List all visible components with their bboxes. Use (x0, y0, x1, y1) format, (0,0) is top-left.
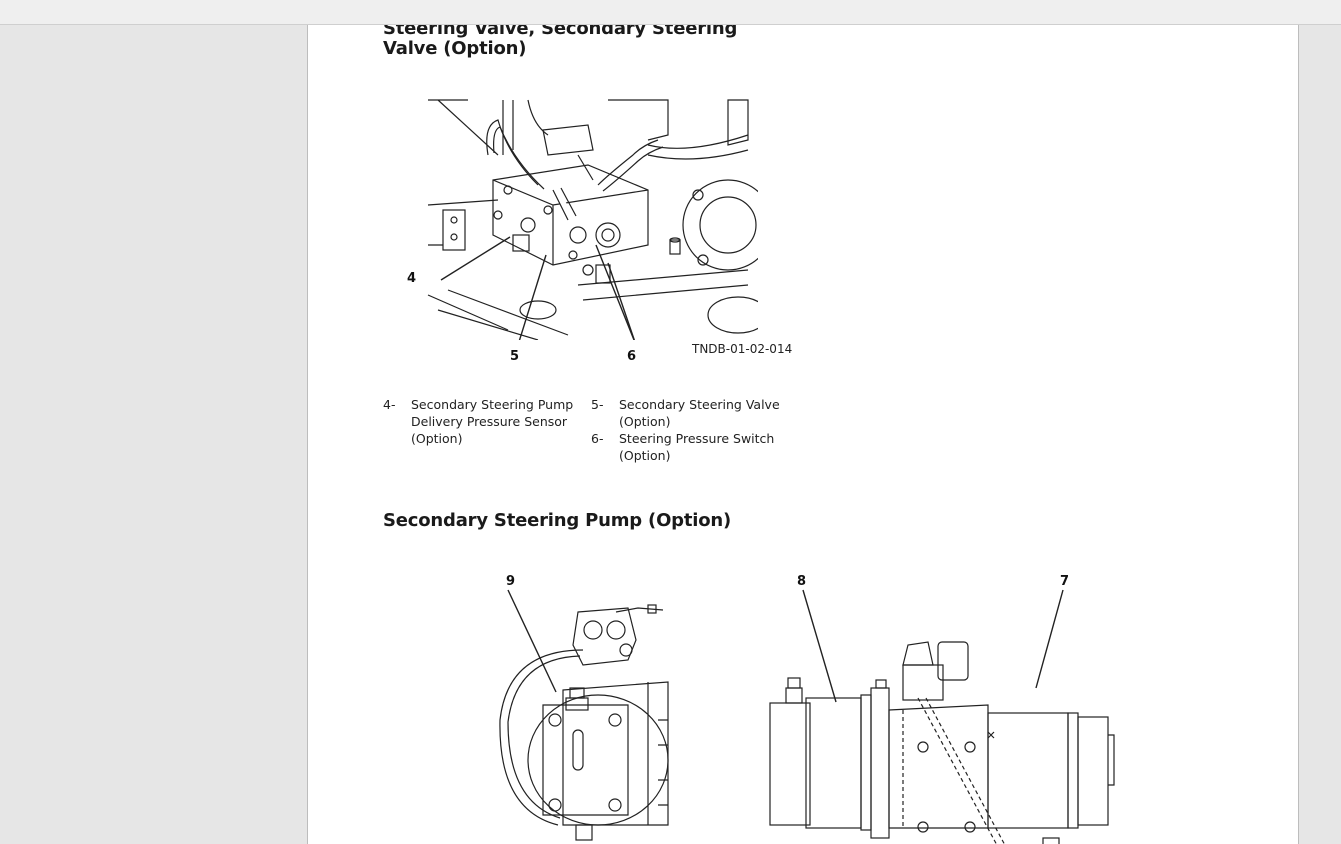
legend-number: 5- (591, 397, 604, 412)
figure-code: TNDB-01-02-014 (692, 342, 793, 356)
viewer-toolbar (0, 0, 1341, 25)
legend-number: 6- (591, 431, 604, 446)
callout-9: 9 (506, 574, 516, 589)
legend-item-5: 5- Secondary Steering Valve (Option) (591, 396, 791, 430)
legend-item-4: 4- Secondary Steering Pump Delivery Pres… (383, 396, 583, 448)
pump-end-view-illustration (499, 589, 669, 841)
section-heading-steering-valve: Steering Valve, Secondary Steering Valve… (383, 25, 738, 59)
viewer-scroll-area[interactable] (1298, 25, 1341, 844)
document-page: Steering Valve, Secondary Steering Valve… (307, 25, 1299, 844)
legend-text: Steering Pressure Switch (Option) (619, 431, 775, 463)
legend-text: Secondary Steering Valve (Option) (619, 397, 780, 429)
pump-side-view-illustration (769, 589, 1115, 844)
legend-number: 4- (383, 397, 396, 412)
legend-text: Secondary Steering Pump Delivery Pressur… (411, 397, 574, 446)
callout-5: 5 (510, 349, 520, 364)
legend-item-6: 6- Steering Pressure Switch (Option) (591, 430, 791, 464)
section-heading-secondary-steering-pump: Secondary Steering Pump (Option) (383, 510, 732, 531)
callout-7: 7 (1060, 574, 1070, 589)
steering-valve-illustration (427, 99, 758, 340)
callout-8: 8 (797, 574, 807, 589)
callout-4: 4 (407, 271, 417, 286)
callout-6: 6 (627, 349, 637, 364)
